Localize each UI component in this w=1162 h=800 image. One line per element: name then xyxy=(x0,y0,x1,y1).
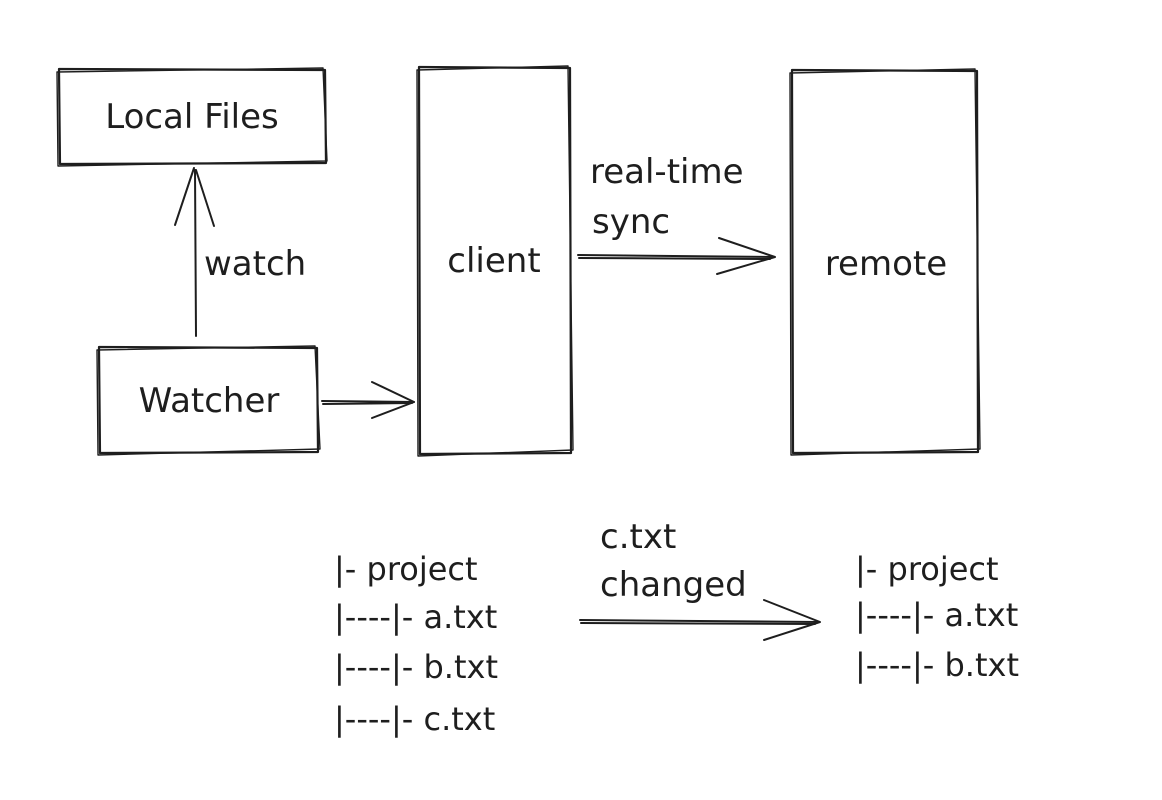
watcher-label: Watcher xyxy=(139,381,280,421)
right-file-tree: |- project |----|- a.txt |----|- b.txt xyxy=(855,550,1019,684)
left-tree-line: |----|- c.txt xyxy=(334,700,495,738)
left-tree-line: |----|- a.txt xyxy=(334,598,497,636)
sync-label-line1: real-time xyxy=(590,152,744,192)
watch-label: watch xyxy=(204,244,306,284)
remote-label: remote xyxy=(825,244,947,284)
local-files-label: Local Files xyxy=(105,97,279,137)
watch-arrow: watch xyxy=(174,167,306,337)
remote-node: remote xyxy=(789,68,981,456)
realtime-sync-arrow: real-time sync xyxy=(577,152,776,275)
right-tree-line: |----|- b.txt xyxy=(855,646,1019,684)
left-tree-line: |- project xyxy=(334,550,478,588)
change-label-line1: c.txt xyxy=(600,517,676,557)
left-file-tree: |- project |----|- a.txt |----|- b.txt |… xyxy=(334,550,498,738)
change-label-line2: changed xyxy=(600,565,747,605)
change-arrow: c.txt changed xyxy=(579,517,821,641)
local-files-node: Local Files xyxy=(56,67,328,167)
client-node: client xyxy=(416,65,574,457)
right-tree-line: |- project xyxy=(855,550,999,588)
watcher-to-client-arrow xyxy=(321,381,415,419)
client-label: client xyxy=(447,241,540,281)
watcher-node: Watcher xyxy=(96,345,321,456)
right-tree-line: |----|- a.txt xyxy=(855,596,1018,634)
sync-label-line2: sync xyxy=(592,202,670,242)
left-tree-line: |----|- b.txt xyxy=(334,648,498,686)
